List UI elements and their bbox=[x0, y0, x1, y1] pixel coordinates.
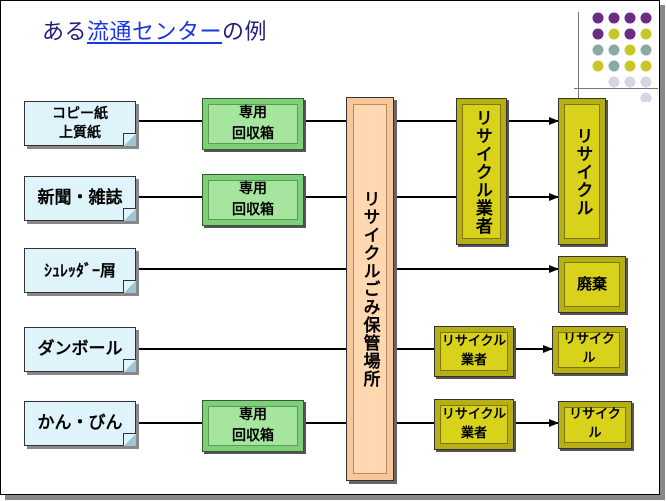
decor-horizontal-line bbox=[574, 88, 658, 89]
collection-box-label: 専用 回収箱 bbox=[232, 181, 274, 218]
output-box-recycle: リサイクル bbox=[558, 98, 606, 245]
recycler-label: リサイクル 業者 bbox=[441, 333, 507, 368]
recycler-label: リサイクル業者 bbox=[471, 108, 492, 235]
source-label: ダンボール bbox=[37, 339, 123, 360]
source-box-shredder: ｼｭﾚｯﾀﾞｰ屑 bbox=[24, 248, 136, 293]
collection-box: 専用 回収箱 bbox=[202, 174, 304, 226]
collection-box: 専用 回収箱 bbox=[202, 98, 304, 150]
source-label: ｼｭﾚｯﾀﾞｰ屑 bbox=[43, 260, 116, 280]
storage-label: リサイクルごみ保管場所 bbox=[359, 190, 380, 388]
source-label: コピー紙 上質紙 bbox=[52, 105, 108, 141]
decor-dot-grid bbox=[592, 12, 652, 102]
collection-box-label: 専用 回収箱 bbox=[232, 105, 274, 142]
output-label: リサイクル bbox=[563, 332, 615, 366]
output-box-recycle: リサイクル bbox=[552, 326, 626, 374]
decor-vertical-line bbox=[578, 12, 579, 100]
source-label: かん・びん bbox=[37, 413, 123, 434]
recycler-box: リサイクル業者 bbox=[456, 98, 507, 245]
recycler-label: リサイクル 業者 bbox=[441, 406, 507, 441]
collection-box-label: 専用 回収箱 bbox=[232, 407, 274, 444]
source-box-copy-paper: コピー紙 上質紙 bbox=[24, 101, 136, 146]
title-underlined: 流通センター bbox=[87, 20, 223, 45]
output-label: 廃棄 bbox=[576, 274, 607, 293]
output-box-disposal: 廃棄 bbox=[558, 256, 626, 313]
recycler-box: リサイクル 業者 bbox=[434, 399, 514, 450]
collection-box: 専用 回収箱 bbox=[202, 400, 304, 452]
recycling-storage-box: リサイクルごみ保管場所 bbox=[346, 97, 394, 481]
recycler-box: リサイクル 業者 bbox=[434, 326, 514, 377]
title-prefix: ある bbox=[42, 20, 88, 45]
source-label: 新聞・雑誌 bbox=[37, 188, 123, 209]
output-label: リサイクル bbox=[572, 126, 593, 217]
output-box-recycle: リサイクル bbox=[558, 401, 632, 449]
source-box-newspaper: 新聞・雑誌 bbox=[24, 176, 136, 221]
source-box-cardboard: ダンボール bbox=[24, 327, 136, 372]
source-box-cans-bottles: かん・びん bbox=[24, 401, 136, 446]
slide-title: ある流通センターの例 bbox=[42, 14, 267, 46]
output-label: リサイクル bbox=[569, 407, 621, 441]
title-suffix: の例 bbox=[222, 20, 268, 45]
